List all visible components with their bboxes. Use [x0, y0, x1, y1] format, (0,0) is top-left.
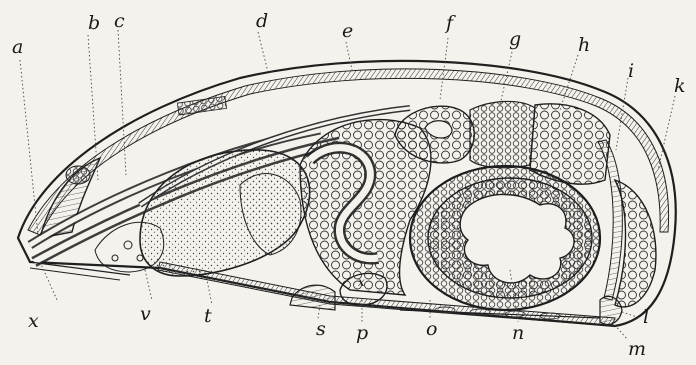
label-p-inner: x — [358, 276, 365, 288]
label-i: i — [628, 62, 634, 81]
label-f: f — [446, 14, 453, 33]
label-l: l — [643, 308, 649, 327]
label-h: h — [578, 36, 590, 55]
label-t: t — [204, 307, 212, 326]
label-v: v — [140, 305, 151, 324]
label-b: b — [88, 14, 100, 33]
label-a: a — [12, 38, 23, 57]
label-e: e — [342, 22, 353, 41]
eye-cluster — [66, 166, 90, 184]
label-m: m — [628, 340, 646, 359]
label-s: s — [316, 320, 326, 339]
label-n: n — [512, 324, 524, 343]
label-x: x — [28, 312, 39, 331]
label-g: g — [509, 30, 521, 49]
label-k: k — [674, 77, 686, 96]
label-p: p — [356, 324, 368, 343]
label-d: d — [256, 12, 268, 31]
label-c: c — [114, 12, 125, 31]
label-o: o — [426, 320, 437, 339]
region-g — [470, 101, 535, 167]
